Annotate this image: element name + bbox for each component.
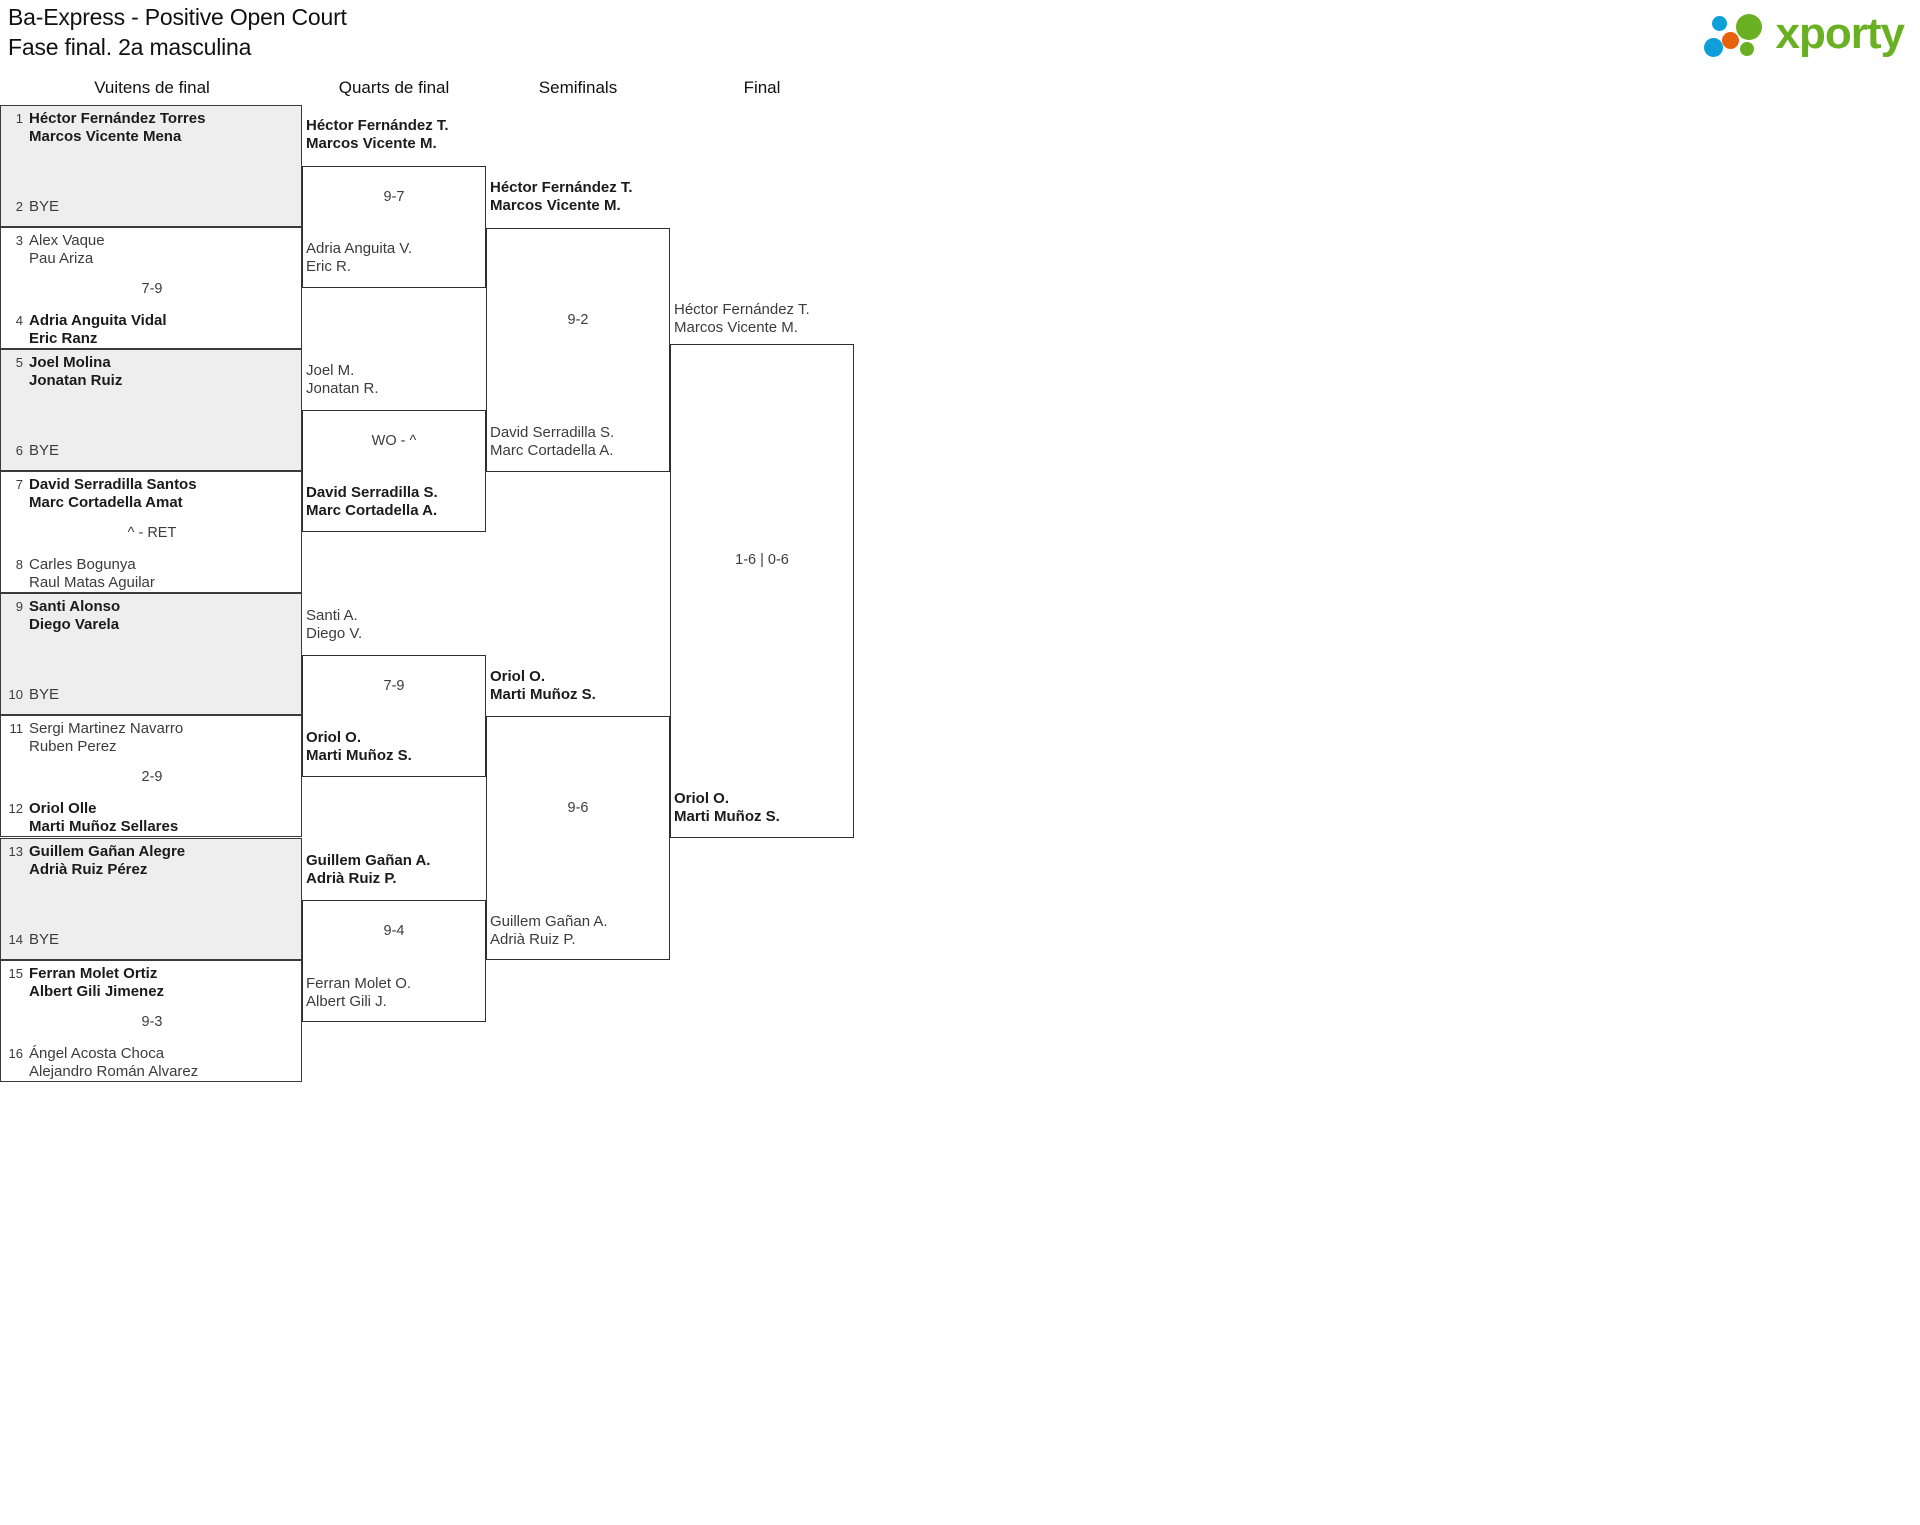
round-header-f: Final xyxy=(743,78,781,97)
qf-match-2-team-bottom: David Serradilla S. Marc Cortadella A. xyxy=(306,484,438,519)
qf-match-1-team-top: Héctor Fernández T. Marcos Vicente M. xyxy=(306,117,449,152)
match-score: 9-6 xyxy=(567,800,589,816)
seed-number: 2 xyxy=(15,199,23,214)
team-name-top: Santi Alonso Diego Varela xyxy=(29,598,121,633)
logo-wordmark: xporty xyxy=(1775,9,1905,58)
seed-number: 15 xyxy=(8,966,23,981)
match-score: 9-3 xyxy=(141,1014,163,1030)
seed-number: 5 xyxy=(15,355,23,370)
qf-match-2-box[interactable]: WO - ^ xyxy=(302,410,486,532)
final-team-bottom: Oriol O. Marti Muñoz S. xyxy=(674,790,780,825)
seed-number: 10 xyxy=(8,687,23,702)
team-name-top: Alex Vaque Pau Ariza xyxy=(29,232,105,267)
qf-match-3-team-top: Santi A. Diego V. xyxy=(306,607,363,642)
team-name-bottom: BYE xyxy=(29,198,60,215)
sf-match-2-team-top: Oriol O. Marti Muñoz S. xyxy=(490,668,596,703)
qf-match-4-team-top: Guillem Gañan A. Adrià Ruiz P. xyxy=(306,852,431,887)
qf-match-1-box[interactable]: 9-7 xyxy=(302,166,486,288)
seed-number: 4 xyxy=(15,313,23,328)
seed-number: 12 xyxy=(8,801,23,816)
r16-match-5[interactable]: 9 Santi Alonso Diego Varela 10 BYE xyxy=(0,593,302,715)
qf-match-1-team-bottom: Adria Anguita V. Eric R. xyxy=(306,240,413,275)
team-name-top: Joel Molina Jonatan Ruiz xyxy=(29,354,123,389)
seed-number: 1 xyxy=(15,111,23,126)
r16-match-7[interactable]: 13 Guillem Gañan Alegre Adrià Ruiz Pérez… xyxy=(0,838,302,960)
team-name-top: Héctor Fernández Torres Marcos Vicente M… xyxy=(29,110,206,145)
team-name-bottom: Oriol Olle Marti Muñoz Sellares xyxy=(29,800,179,835)
sf-match-1-box[interactable]: 9-2 xyxy=(486,228,670,472)
seed-number: 14 xyxy=(8,932,23,947)
seed-number: 7 xyxy=(15,477,23,492)
seed-number: 6 xyxy=(15,443,23,458)
qf-match-3-box[interactable]: 7-9 xyxy=(302,655,486,777)
final-match-box[interactable]: 1-6 | 0-6 xyxy=(670,344,854,838)
match-score: 1-6 | 0-6 xyxy=(735,552,789,568)
tournament-name: Ba-Express - Positive Open Court xyxy=(8,4,347,30)
match-score: WO - ^ xyxy=(371,433,417,449)
sf-match-1-team-bottom: David Serradilla S. Marc Cortadella A. xyxy=(490,424,615,459)
team-name-top: Ferran Molet Ortiz Albert Gili Jimenez xyxy=(29,965,165,1000)
r16-match-6[interactable]: 11 Sergi Martinez Navarro Ruben Perez 2-… xyxy=(0,715,302,837)
seed-number: 3 xyxy=(15,233,23,248)
xporty-logo: xporty xyxy=(1703,8,1905,60)
r16-match-8[interactable]: 15 Ferran Molet Ortiz Albert Gili Jimene… xyxy=(0,960,302,1082)
page-title: Ba-Express - Positive Open Court Fase fi… xyxy=(8,2,347,62)
match-score: 7-9 xyxy=(141,281,163,297)
sf-match-1-team-top: Héctor Fernández T. Marcos Vicente M. xyxy=(490,179,633,214)
team-name-top: Guillem Gañan Alegre Adrià Ruiz Pérez xyxy=(29,843,186,878)
qf-match-3-team-bottom: Oriol O. Marti Muñoz S. xyxy=(306,729,412,764)
r16-match-2[interactable]: 3 Alex Vaque Pau Ariza 7-9 4 Adria Angui… xyxy=(0,227,302,349)
match-score: 9-2 xyxy=(567,312,589,328)
qf-match-4-box[interactable]: 9-4 xyxy=(302,900,486,1022)
sf-match-2-team-bottom: Guillem Gañan A. Adrià Ruiz P. xyxy=(490,913,608,948)
team-name-bottom: Ángel Acosta Choca Alejandro Román Alvar… xyxy=(29,1045,199,1080)
seed-number: 16 xyxy=(8,1046,23,1061)
sf-match-2-box[interactable]: 9-6 xyxy=(486,716,670,960)
logo-dots-icon xyxy=(1703,8,1776,60)
match-score: 7-9 xyxy=(383,678,405,694)
r16-match-3[interactable]: 5 Joel Molina Jonatan Ruiz 6 BYE xyxy=(0,349,302,471)
team-name-bottom: BYE xyxy=(29,442,60,459)
seed-number: 9 xyxy=(15,599,23,614)
final-team-top: Héctor Fernández T. Marcos Vicente M. xyxy=(674,301,810,336)
seed-number: 13 xyxy=(8,844,23,859)
team-name-bottom: BYE xyxy=(29,686,60,703)
match-score: ^ - RET xyxy=(127,525,177,541)
qf-match-2-team-top: Joel M. Jonatan R. xyxy=(306,362,379,397)
round-header-r16: Vuitens de final xyxy=(94,78,210,97)
team-name-top: Sergi Martinez Navarro Ruben Perez xyxy=(29,720,184,755)
r16-match-1[interactable]: 1 Héctor Fernández Torres Marcos Vicente… xyxy=(0,105,302,227)
team-name-top: David Serradilla Santos Marc Cortadella … xyxy=(29,476,197,511)
round-header-qf: Quarts de final xyxy=(338,78,450,97)
seed-number: 8 xyxy=(15,557,23,572)
team-name-bottom: Adria Anguita Vidal Eric Ranz xyxy=(29,312,167,347)
tournament-phase: Fase final. 2a masculina xyxy=(8,34,252,60)
seed-number: 11 xyxy=(9,721,24,736)
match-score: 2-9 xyxy=(141,769,163,785)
team-name-bottom: BYE xyxy=(29,931,60,948)
match-score: 9-7 xyxy=(383,189,405,205)
match-score: 9-4 xyxy=(383,923,405,939)
team-name-bottom: Carles Bogunya Raul Matas Aguilar xyxy=(29,556,155,591)
r16-match-4[interactable]: 7 David Serradilla Santos Marc Cortadell… xyxy=(0,471,302,593)
qf-match-4-team-bottom: Ferran Molet O. Albert Gili J. xyxy=(306,975,412,1010)
round-header-sf: Semifinals xyxy=(538,78,618,97)
